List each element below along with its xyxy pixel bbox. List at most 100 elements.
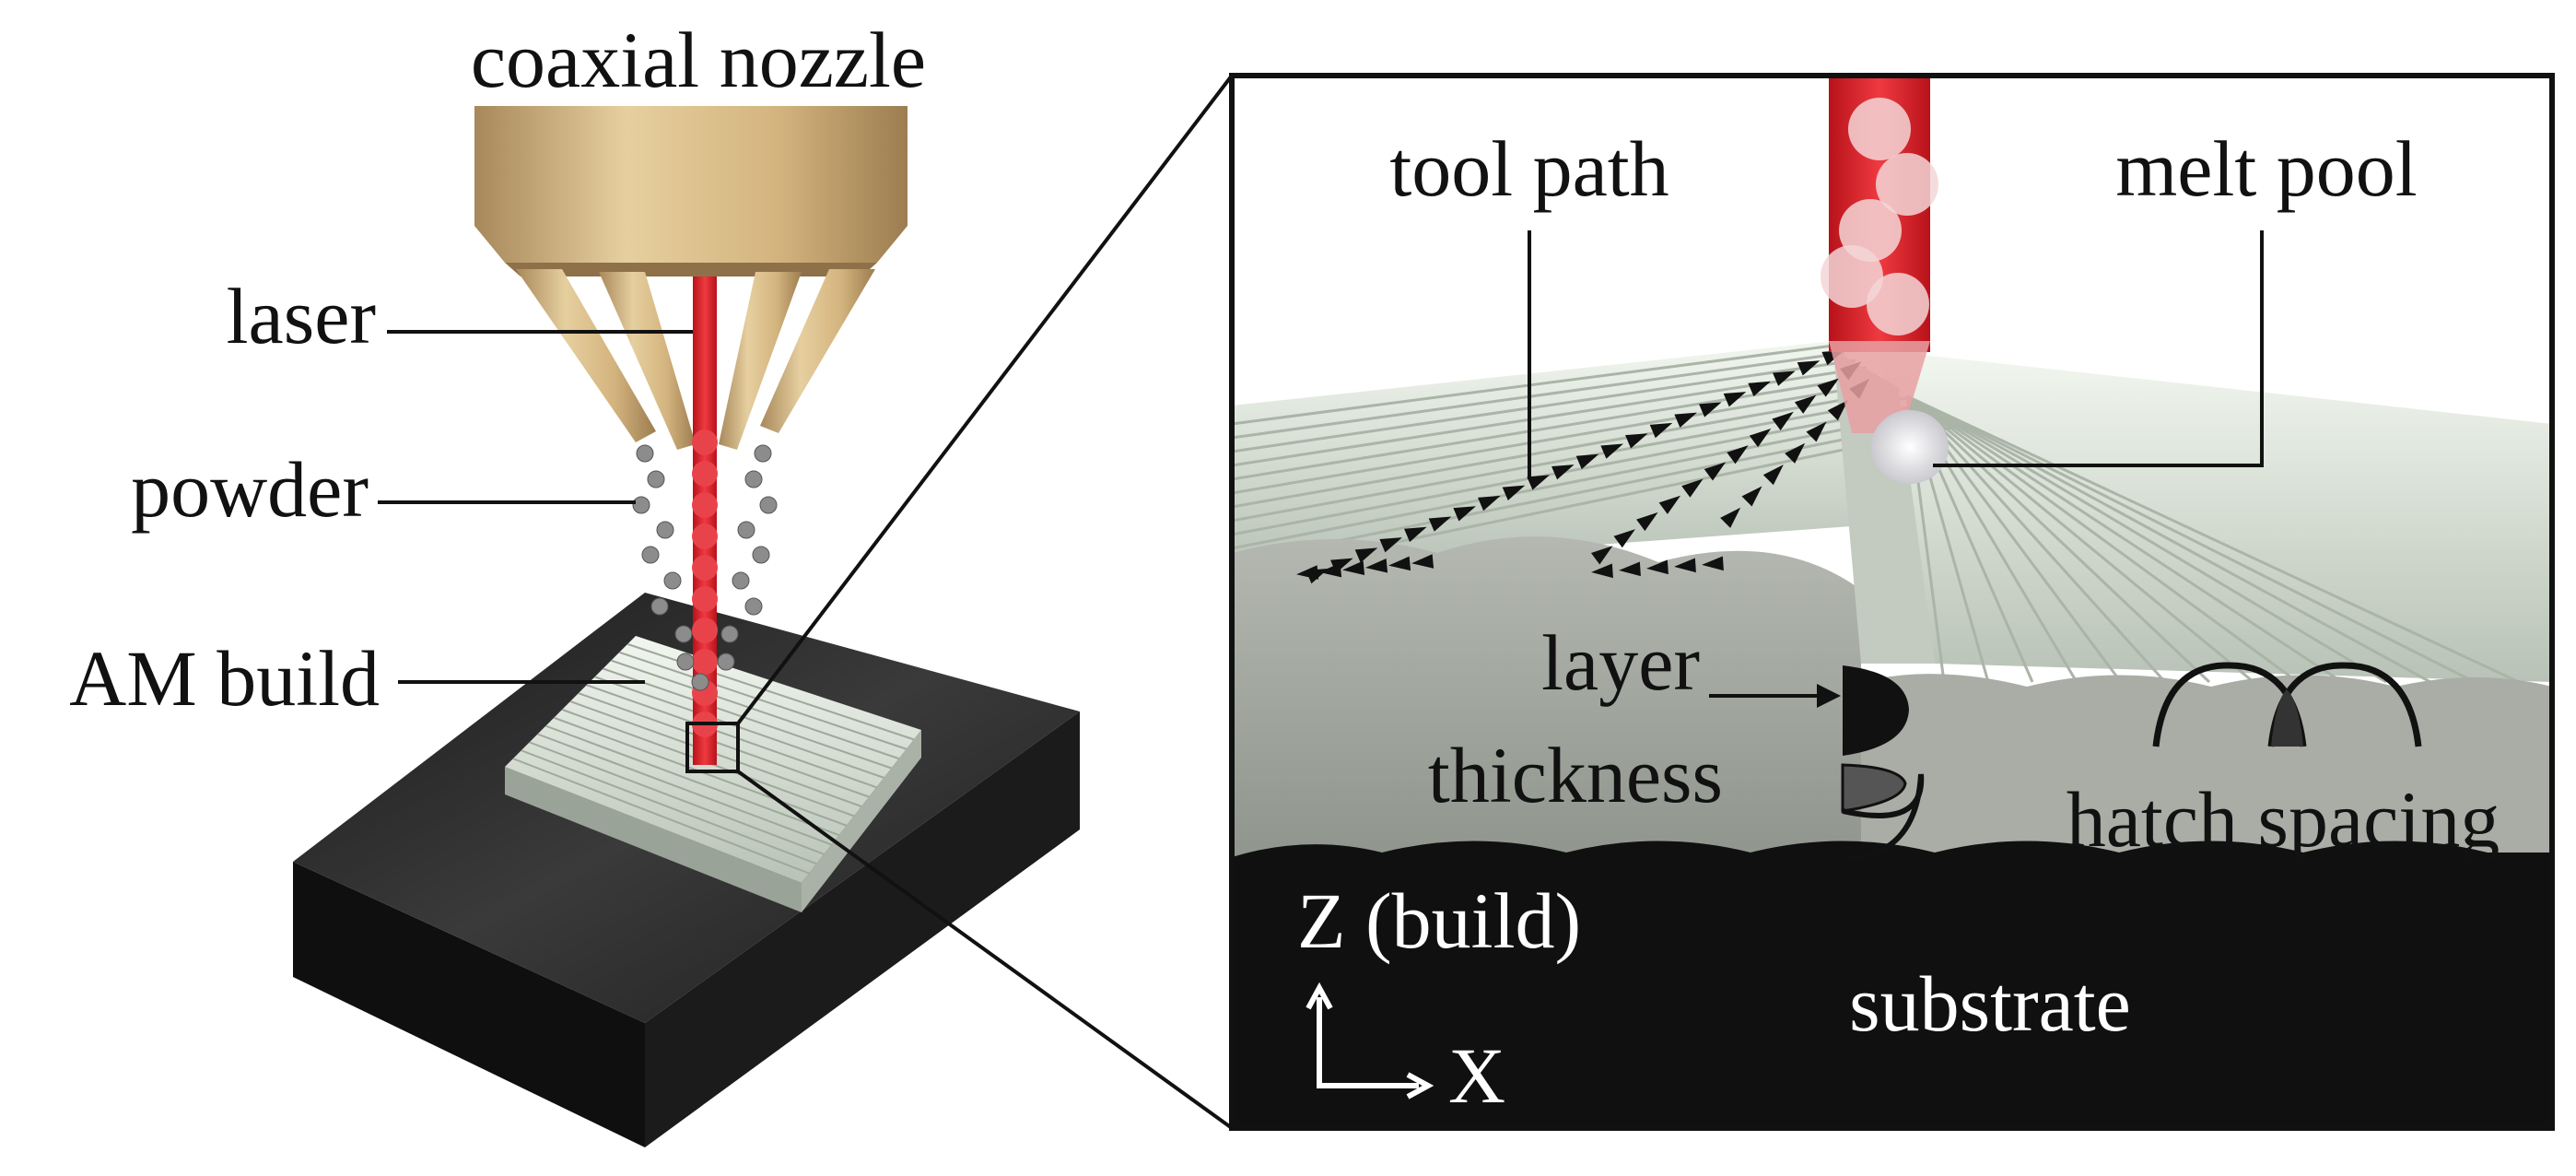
build-bead-stripe — [611, 659, 899, 760]
layer-thickness-marker — [1843, 665, 1909, 756]
inset-stripe — [1232, 373, 1879, 481]
z-axis-label: Z (build) — [1297, 876, 1581, 965]
tool-path-arrow — [1674, 558, 1696, 573]
powder-particle — [744, 597, 763, 616]
tool-path-arrow — [1428, 516, 1452, 532]
build-bead-stripe — [512, 758, 810, 875]
build-bead-stripe — [603, 667, 892, 770]
inset-stripe — [1905, 394, 2167, 684]
tool-path-arrow — [1388, 556, 1411, 571]
nozzle-label: coaxial nozzle — [471, 16, 926, 104]
x-axis-label: X — [1448, 1031, 1505, 1120]
powder-particle — [744, 470, 763, 488]
tool-path-arrow — [1681, 478, 1704, 498]
tool-path-arrow — [1797, 360, 1821, 376]
powder-particle — [720, 625, 739, 643]
inset-stripe — [1232, 344, 1834, 426]
tool-path-arrow — [1772, 411, 1794, 430]
inset-powder-clouds — [1821, 98, 1938, 335]
tool-path-arrow — [1319, 562, 1342, 578]
tool-path-arrow — [1502, 485, 1526, 500]
bead-field-right — [1879, 350, 2552, 682]
build-bead-stripe — [618, 651, 907, 750]
tool-path-arrow — [1704, 462, 1727, 481]
powder-particle — [691, 673, 709, 691]
laser-label: laser — [227, 272, 376, 360]
layer-thickness-hatch — [1841, 763, 1907, 813]
powder-cloud — [1867, 273, 1929, 335]
tool-path-arrow — [1551, 465, 1575, 480]
tool-path-arrow — [1478, 495, 1501, 512]
inset-stripe — [1906, 394, 2343, 684]
coaxial-nozzle-shape — [474, 106, 907, 450]
build-bead-stripe — [529, 741, 825, 855]
tool-path-arrow — [1342, 560, 1365, 575]
tool-path-arrow — [1404, 526, 1427, 543]
melt-pool — [1871, 410, 1949, 484]
tool-path-arrow — [1827, 400, 1848, 421]
tool-path-arrow — [1741, 486, 1762, 507]
powder-particle — [641, 546, 660, 564]
layer-label: layer — [1541, 618, 1700, 707]
tool-path-arrow — [1411, 554, 1434, 569]
inset-stripe — [1906, 394, 2476, 684]
inset-stripe — [1232, 359, 1856, 453]
inset-stripe — [1232, 388, 1901, 509]
laser-bead — [692, 555, 718, 581]
build-bead-stripe — [521, 749, 817, 865]
tool-path-arrow — [1575, 453, 1599, 470]
lower-layer — [1861, 674, 2552, 885]
laser-bead — [692, 523, 718, 549]
tool-path-arrow — [1619, 561, 1641, 577]
powder-cloud — [1821, 245, 1883, 308]
tool-path-arrow — [1379, 537, 1402, 553]
tool-path-arrow — [1794, 394, 1817, 414]
melt-pool-label: melt pool — [2115, 124, 2417, 213]
build-bead-stripe — [578, 692, 870, 798]
build-label: AM build — [69, 634, 380, 723]
tool-path-arrow — [1625, 433, 1648, 449]
inset-stripe — [1232, 395, 1912, 523]
tool-path-arrow — [1453, 506, 1476, 522]
tool-path-arrow — [1785, 442, 1806, 464]
tool-path-arrow — [1727, 445, 1749, 465]
powder-cloud — [1876, 153, 1938, 216]
hatch-spacing-label: hatch spacing — [2067, 775, 2500, 864]
tool-path-arrow — [1527, 475, 1550, 490]
layer-thickness-arc — [1842, 773, 1925, 862]
powder-particle — [754, 444, 772, 463]
tool-path-arrow — [1649, 422, 1673, 439]
inset-laser-cone — [1829, 341, 1930, 433]
laser-bead — [692, 649, 718, 675]
powder-particle — [656, 521, 674, 539]
powder-particle — [663, 571, 682, 590]
powder-particle — [737, 521, 755, 539]
tool-path-arrow — [1591, 546, 1613, 565]
laser-beam-dots — [692, 429, 718, 737]
tool-path-arrow — [1773, 370, 1796, 386]
tool-path-arrow — [1636, 512, 1658, 532]
zoom-line-bottom — [736, 770, 1234, 1130]
zoom-line-top — [736, 74, 1234, 725]
inset-panel: tool path melt pool layer thickness hatc… — [1229, 73, 2555, 1131]
tool-path-arrow — [1748, 381, 1771, 397]
tool-path-arrow — [1354, 547, 1378, 563]
inset-stripe — [1232, 381, 1890, 495]
powder-particle — [650, 597, 669, 616]
tool-path-arrow — [1365, 559, 1388, 573]
inset-stripe — [1905, 394, 2211, 684]
laser-bead — [692, 586, 718, 612]
tool-path-arrow — [1723, 392, 1747, 407]
inset-stripe — [1906, 394, 2431, 684]
thickness-label: thickness — [1428, 731, 1723, 819]
laser-bead — [692, 492, 718, 518]
laser-bead — [692, 617, 718, 643]
layer-wall — [1232, 536, 1861, 866]
build-bead-stripe — [626, 642, 915, 741]
tool-path-arrow — [1613, 529, 1635, 548]
powder-particle — [759, 496, 778, 514]
tool-path-arrow — [1296, 565, 1319, 580]
laser-bead — [692, 461, 718, 487]
tool-path-arrow — [1806, 421, 1827, 442]
